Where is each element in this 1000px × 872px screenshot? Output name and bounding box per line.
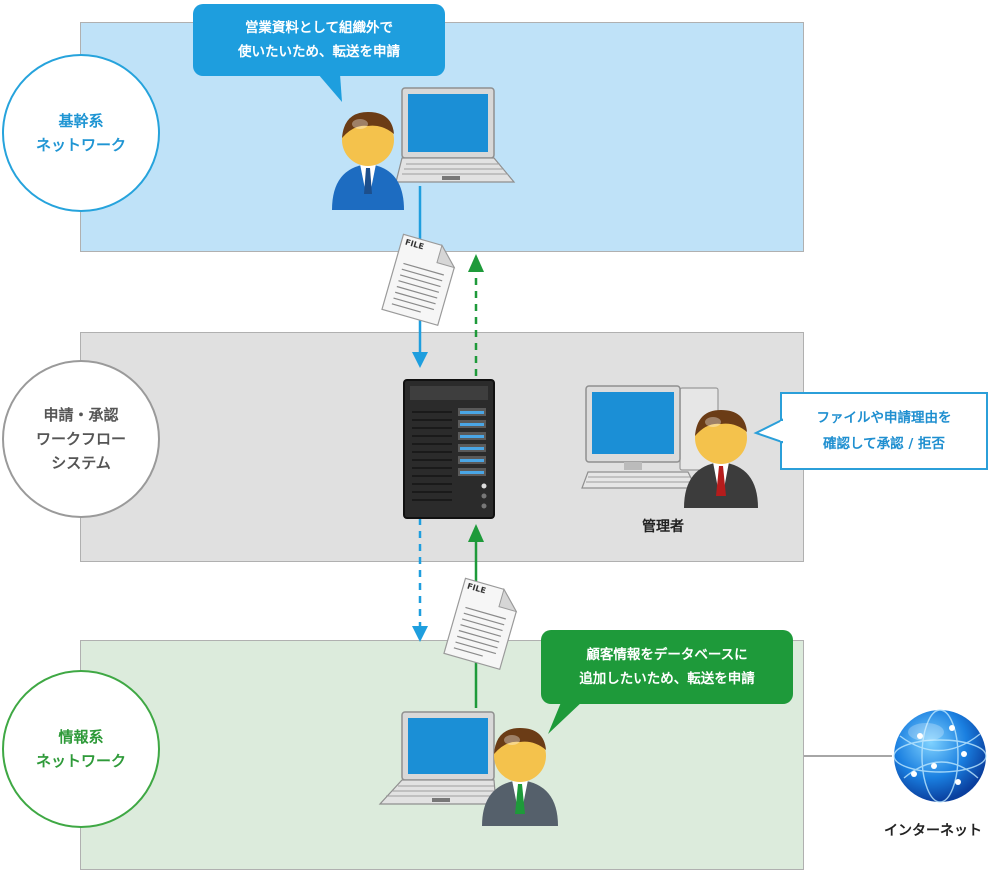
core-bubble-line2: 使いたいため、転送を申請 bbox=[238, 44, 400, 60]
server-icon bbox=[403, 379, 495, 519]
info-bubble-line2: 追加したいため、転送を申請 bbox=[579, 671, 755, 687]
internet-label: インターネット bbox=[884, 823, 982, 839]
admin-bubble-tail bbox=[753, 418, 784, 444]
admin-bubble-line1: ファイルや申請理由を bbox=[816, 410, 952, 426]
core-bubble-tail bbox=[318, 74, 342, 102]
info-bubble-tail bbox=[548, 700, 584, 734]
workflow-label-line3: システム bbox=[51, 454, 111, 472]
file-icon bbox=[381, 233, 456, 327]
green-dashed-arrowhead bbox=[468, 254, 484, 272]
globe-icon bbox=[893, 709, 987, 803]
core-network-label-line2: ネットワーク bbox=[35, 136, 126, 154]
admin-bubble-line2: 確認して承認 / 拒否 bbox=[823, 436, 945, 452]
admin-label: 管理者 bbox=[642, 519, 684, 535]
core-network-label: 基幹系 ネットワーク bbox=[2, 54, 160, 212]
info-network-label-line1: 情報系 bbox=[58, 728, 104, 746]
blue-solid-arrowhead bbox=[412, 352, 428, 368]
info-user-request-bubble: 顧客情報をデータベースに 追加したいため、転送を申請 bbox=[541, 630, 793, 704]
info-network-label-line2: ネットワーク bbox=[35, 752, 126, 770]
admin-approval-bubble: ファイルや申請理由を 確認して承認 / 拒否 bbox=[780, 392, 988, 470]
user-icon bbox=[482, 728, 558, 826]
workflow-label-line1: 申請・承認 bbox=[43, 406, 119, 424]
core-user-request-bubble: 営業資料として組織外で 使いたいため、転送を申請 bbox=[193, 4, 445, 76]
user-icon bbox=[332, 112, 404, 210]
green-solid-arrowhead bbox=[468, 524, 484, 542]
workflow-system-label: 申請・承認 ワークフロー システム bbox=[2, 360, 160, 518]
core-bubble-line1: 営業資料として組織外で bbox=[244, 20, 394, 36]
info-network-label: 情報系 ネットワーク bbox=[2, 670, 160, 828]
admin-user-icon bbox=[684, 410, 758, 508]
blue-dashed-arrowhead bbox=[412, 626, 428, 642]
file-icon bbox=[443, 577, 518, 671]
laptop-icon bbox=[395, 87, 516, 183]
laptop-icon bbox=[378, 711, 497, 805]
workflow-label-line2: ワークフロー bbox=[35, 430, 126, 448]
core-network-label-line1: 基幹系 bbox=[58, 112, 104, 130]
info-bubble-line1: 顧客情報をデータベースに bbox=[586, 647, 748, 663]
